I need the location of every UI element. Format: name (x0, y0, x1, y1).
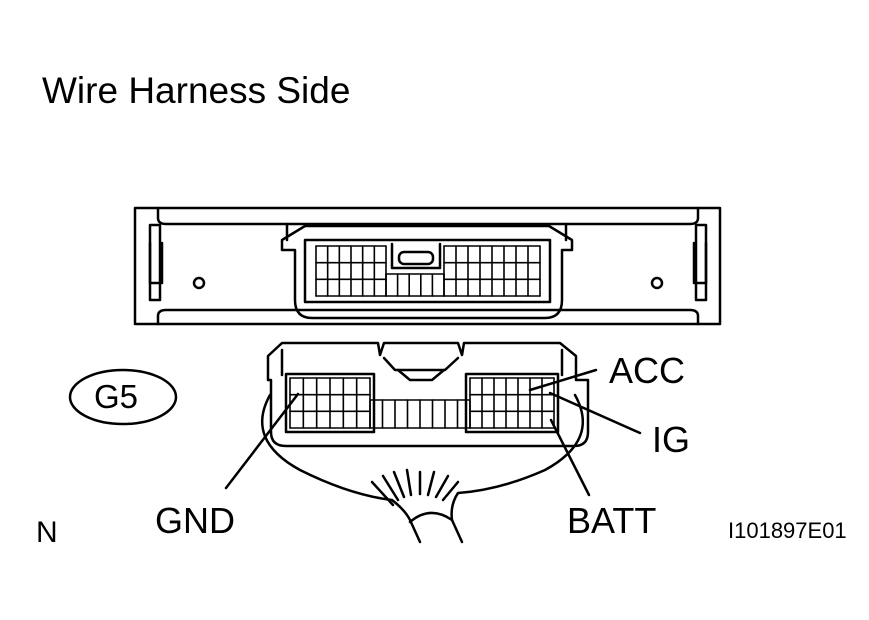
terminal-label-ig: IG (652, 419, 691, 460)
terminal-label-acc: ACC (609, 350, 686, 391)
leader-line-gnd (224, 392, 300, 490)
wire-bundle (261, 393, 584, 544)
leader-line-ig (548, 391, 642, 435)
figure-code: I101897E01 (728, 518, 847, 543)
leader-line-acc (528, 368, 598, 392)
terminal-label-gnd: GND (155, 500, 235, 541)
component-pin-grid (315, 245, 541, 297)
component-housing (133, 206, 722, 326)
mounting-hole-right (650, 276, 664, 290)
terminal-label-batt: BATT (567, 500, 657, 541)
component-receptacle (280, 224, 574, 320)
harness-connector-body (266, 341, 590, 448)
harness-pin-grid (289, 377, 555, 429)
mounting-hole-left (192, 276, 206, 290)
orientation-mark: N (36, 516, 58, 549)
diagram-title: Wire Harness Side (42, 70, 351, 111)
leader-line-batt (549, 418, 591, 497)
connector-id-ellipse (68, 368, 178, 426)
connector-id-label: G5 (94, 378, 139, 415)
